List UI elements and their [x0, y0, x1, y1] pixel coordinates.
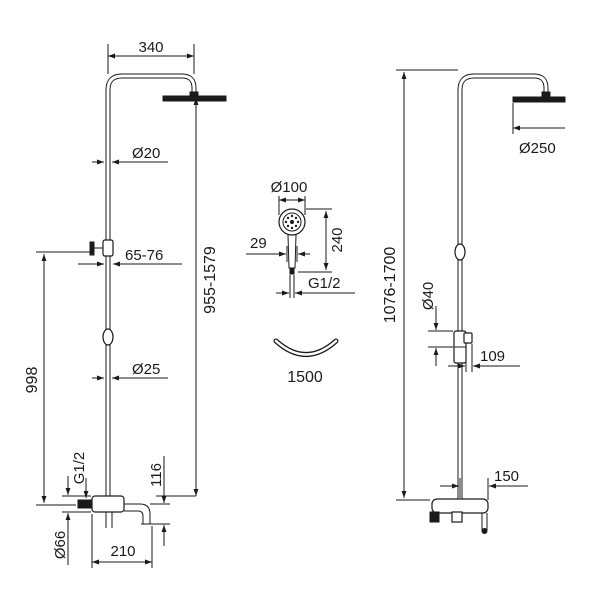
hose-length-label: 1500 [287, 369, 323, 386]
handle-offset-label: 29 [250, 235, 267, 252]
hand-shower-icon [278, 208, 306, 275]
rain-head-icon [512, 96, 566, 103]
inlet-thread-label: G1/2 [71, 452, 88, 485]
coupling-icon [454, 243, 466, 261]
arm-width-label: 340 [138, 39, 163, 56]
left-shower-column: 340 Ø20 65-76 955-1579 Ø25 998 G1/2 116 [24, 39, 227, 568]
slider-holder-icon [453, 330, 473, 364]
total-height-label: 1076-1700 [382, 247, 399, 324]
upper-pipe-diameter-label: Ø20 [132, 145, 160, 162]
holder-icon [89, 239, 114, 257]
mixer-height-label: 998 [24, 367, 41, 394]
spout-height-label: 116 [148, 463, 165, 487]
holder-width-label: 109 [480, 348, 505, 365]
right-shower-column: 1076-1700 Ø250 Ø40 109 150 [382, 69, 566, 534]
hand-shower-detail: Ø100 29 240 G1/2 [246, 179, 355, 298]
rain-head-diameter-label: Ø250 [519, 140, 556, 157]
mixer-width-label: 150 [494, 468, 519, 485]
hand-thread-label: G1/2 [308, 275, 341, 292]
hand-head-diameter-label: Ø100 [271, 179, 308, 196]
hose-detail: 1500 [273, 338, 339, 386]
mixer-diameter-label: Ø66 [52, 531, 69, 559]
coupling-icon [102, 328, 114, 346]
hand-length-label: 240 [329, 227, 346, 252]
holder-range-label: 65-76 [125, 247, 163, 264]
bath-mixer-icon [77, 495, 152, 528]
pipe-diameter-label: Ø40 [420, 282, 437, 310]
spout-length-label: 210 [110, 543, 135, 560]
lower-pipe-diameter-label: Ø25 [132, 361, 160, 378]
column-height-label: 955-1579 [202, 246, 219, 314]
wall-mixer-icon [429, 498, 489, 534]
